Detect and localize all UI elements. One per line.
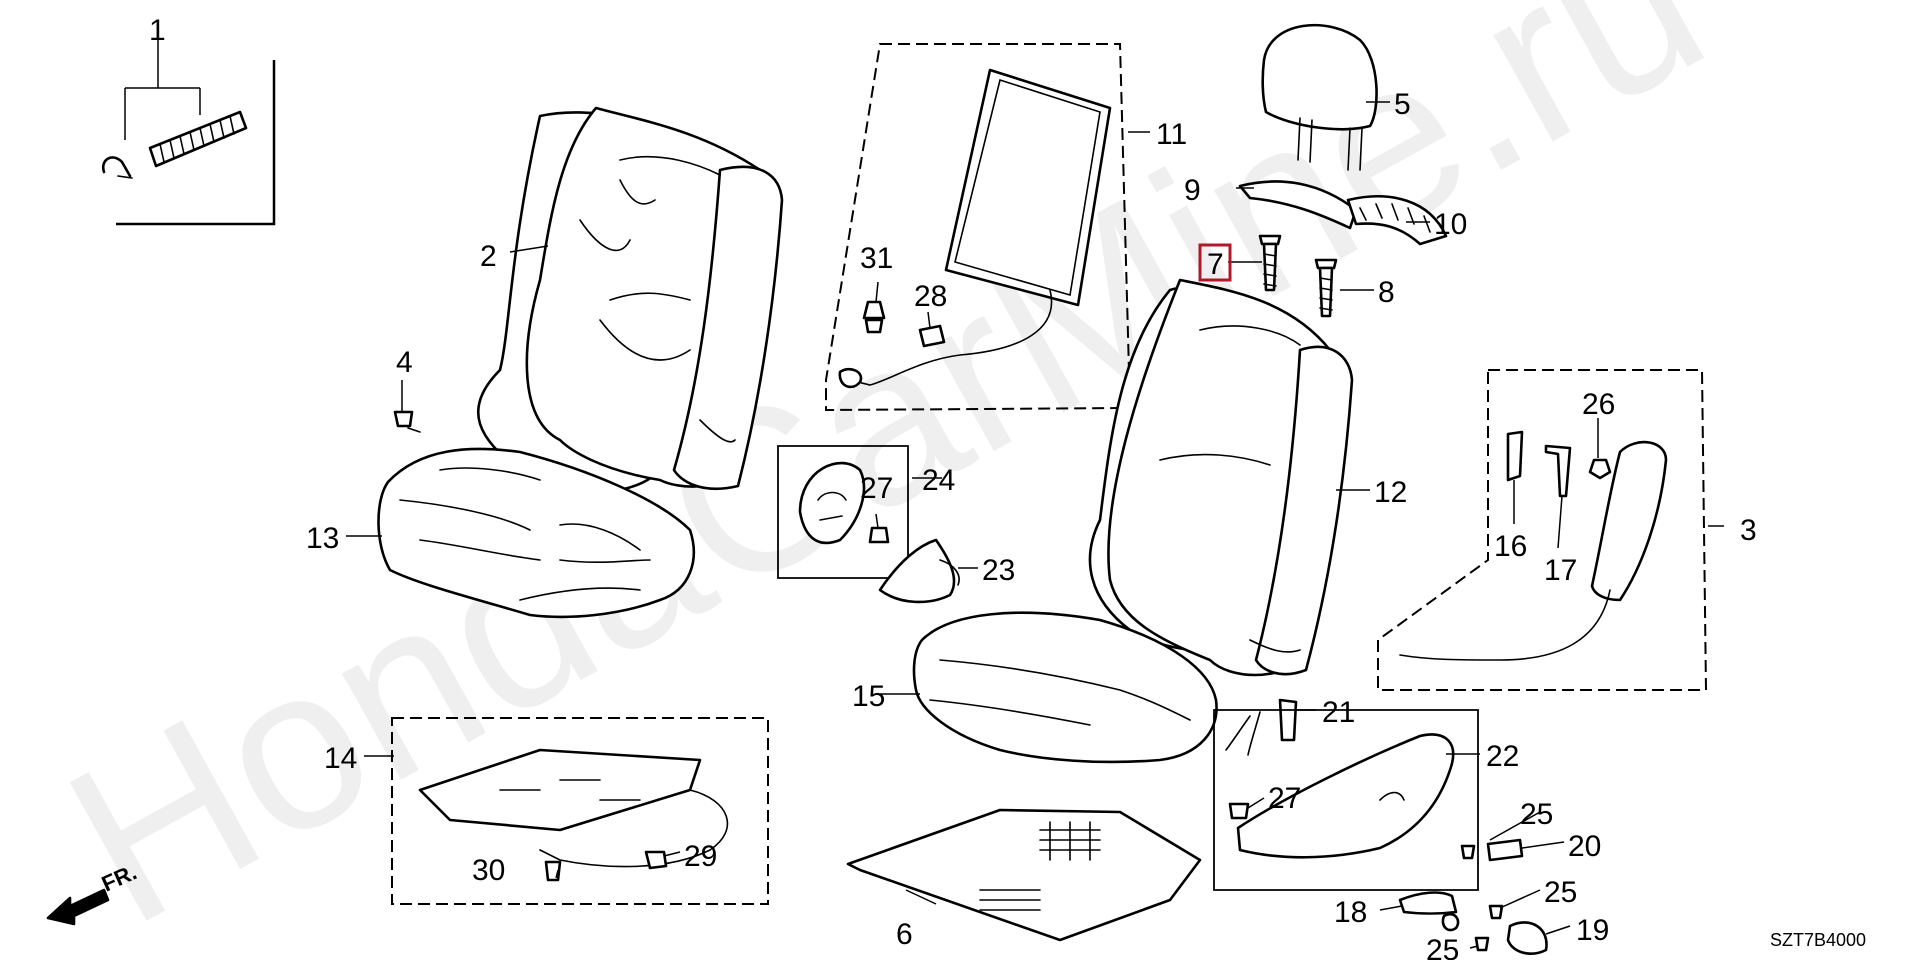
callout-28[interactable]: 28 <box>914 280 947 313</box>
part-20-cover[interactable] <box>1486 838 1524 862</box>
callout-24[interactable]: 24 <box>922 464 955 497</box>
callout-23[interactable]: 23 <box>982 554 1015 587</box>
callout-31[interactable]: 31 <box>860 242 893 275</box>
part-18-lever[interactable] <box>1398 891 1460 932</box>
callout-13[interactable]: 13 <box>306 522 339 555</box>
part-6-mat[interactable] <box>846 808 1202 942</box>
part-29-clip[interactable] <box>644 850 668 870</box>
part-19-knob[interactable] <box>1506 921 1548 955</box>
callout-19[interactable]: 19 <box>1576 914 1609 947</box>
callout-labels: 1 2 3 4 5 6 7 8 9 10 11 12 13 14 15 16 1… <box>149 14 1757 960</box>
diagram-code: SZT7B4000 <box>1770 930 1866 950</box>
part-17-bracket[interactable] <box>1544 444 1572 498</box>
callout-8[interactable]: 8 <box>1378 276 1395 309</box>
callout-17[interactable]: 17 <box>1544 554 1577 587</box>
part-1-cover-clips[interactable] <box>101 40 276 226</box>
part-28-clip[interactable] <box>918 324 946 348</box>
callout-27-b[interactable]: 27 <box>1268 782 1301 815</box>
part-23-bracket[interactable] <box>878 538 960 604</box>
part-25-screw-a[interactable] <box>1460 844 1476 860</box>
part-3-airbag-box[interactable] <box>1377 369 1708 691</box>
callout-5[interactable]: 5 <box>1394 88 1411 121</box>
callout-6[interactable]: 6 <box>896 918 913 951</box>
callout-25-b[interactable]: 25 <box>1544 876 1577 909</box>
part-11-assembly-box[interactable] <box>825 43 1132 412</box>
callout-10[interactable]: 10 <box>1434 208 1467 241</box>
part-22-assembly-box[interactable] <box>1213 709 1479 891</box>
callout-30[interactable]: 30 <box>472 854 505 887</box>
callout-7[interactable]: 7 <box>1207 248 1224 281</box>
callout-20[interactable]: 20 <box>1568 830 1601 863</box>
callout-22[interactable]: 22 <box>1486 740 1519 773</box>
part-2-seat-back-pad[interactable] <box>477 106 784 493</box>
part-12-seat-back-cover[interactable] <box>1088 278 1354 677</box>
callout-12[interactable]: 12 <box>1374 476 1407 509</box>
callout-18[interactable]: 18 <box>1334 896 1367 929</box>
part-15-seat-cushion-cover[interactable] <box>912 611 1218 764</box>
part-27-clip-a[interactable] <box>868 526 890 544</box>
highlight-box-7 <box>1198 243 1232 282</box>
callout-29[interactable]: 29 <box>684 840 717 873</box>
callout-1[interactable]: 1 <box>149 14 166 47</box>
part-31-clip[interactable] <box>862 300 886 334</box>
callout-14[interactable]: 14 <box>324 742 357 775</box>
part-21-harness[interactable] <box>1225 698 1298 756</box>
leader-lines <box>346 101 1724 949</box>
callout-2[interactable]: 2 <box>480 240 497 273</box>
part-7-guide-sleeve[interactable] <box>1258 234 1282 292</box>
part-25-screw-b[interactable] <box>1488 904 1504 920</box>
callout-25-c[interactable]: 25 <box>1426 934 1459 960</box>
callout-11[interactable]: 11 <box>1156 118 1187 151</box>
callout-3[interactable]: 3 <box>1740 514 1757 547</box>
part-25-screw-c[interactable] <box>1474 936 1490 952</box>
part-4-screw[interactable] <box>393 410 421 433</box>
callout-25-a[interactable]: 25 <box>1520 798 1553 831</box>
callout-26[interactable]: 26 <box>1582 388 1615 421</box>
part-26-nut[interactable] <box>1588 458 1612 480</box>
part-5-headrest[interactable] <box>1261 23 1378 171</box>
callout-9[interactable]: 9 <box>1184 174 1201 207</box>
part-10-trim[interactable] <box>1346 195 1448 246</box>
part-8-guide-sleeve[interactable] <box>1314 258 1338 318</box>
callout-21[interactable]: 21 <box>1322 696 1355 729</box>
callout-27-a[interactable]: 27 <box>860 472 893 505</box>
part-16-bracket[interactable] <box>1506 430 1524 482</box>
part-14-heater-box[interactable] <box>391 717 769 905</box>
callout-4[interactable]: 4 <box>396 346 413 379</box>
part-27-clip-b[interactable] <box>1228 802 1250 820</box>
part-13-seat-cushion-pad[interactable] <box>377 447 695 619</box>
callout-15[interactable]: 15 <box>852 680 885 713</box>
callout-16[interactable]: 16 <box>1494 530 1527 563</box>
